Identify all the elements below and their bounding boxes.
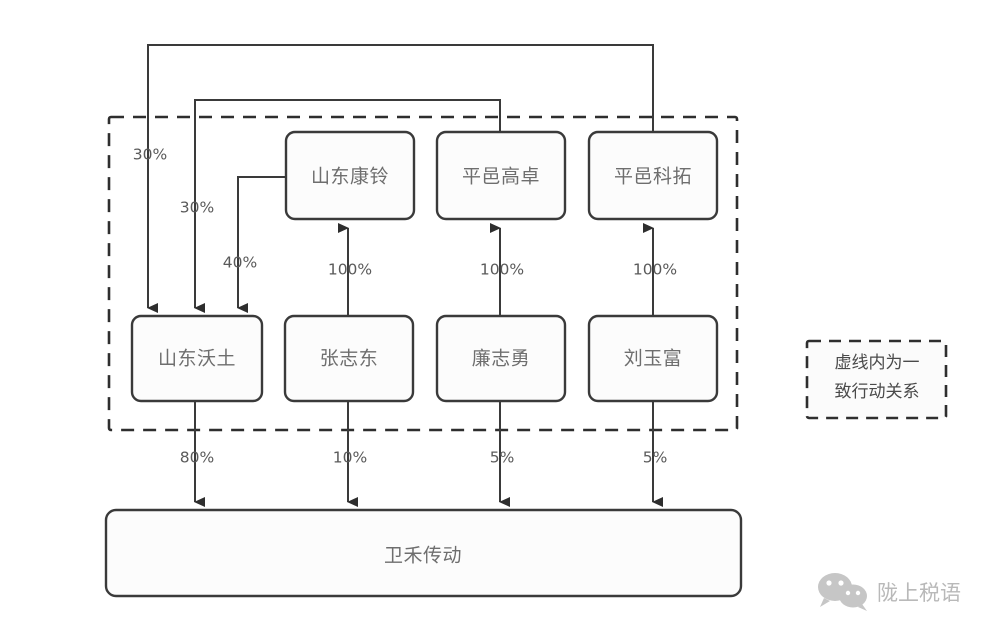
node-label-zhang-zhidong: 张志东: [320, 348, 379, 370]
edge-label-ketuo-wotu: 30%: [133, 146, 167, 164]
node-label-pingyi-ketuo: 平邑科拓: [614, 166, 692, 188]
concerted-action-group-boundary: [107, 115, 739, 432]
edge-pingyi-gaozhuo-to-shandong-wotu: [194, 99, 501, 313]
edge-label-gaozhuo-wotu: 30%: [180, 199, 214, 217]
node-box-lian-zhiyong[interactable]: [435, 314, 567, 403]
edge-label-zhang-kangling: 100%: [328, 261, 372, 279]
wechat-icon: [818, 573, 867, 611]
node-box-weihe-chuandong[interactable]: [104, 508, 743, 598]
legend: 虚线内为一 致行动关系: [805, 339, 948, 420]
node-pingyi-ketuo[interactable]: 平邑科拓: [587, 130, 719, 221]
node-liu-yufu[interactable]: 刘玉富: [587, 314, 719, 403]
node-label-pingyi-gaozhuo: 平邑高卓: [462, 166, 540, 188]
node-box-zhang-zhidong[interactable]: [283, 314, 415, 403]
edge-label-zhang-weihe: 10%: [333, 449, 367, 467]
edge-label-lian-gaozhuo: 100%: [480, 261, 524, 279]
node-lian-zhiyong[interactable]: 廉志勇: [435, 314, 567, 403]
node-label-shandong-kangling: 山东康铃: [311, 166, 389, 188]
watermark-label: 陇上税语: [877, 581, 961, 605]
node-shandong-kangling[interactable]: 山东康铃: [284, 130, 416, 221]
node-label-lian-zhiyong: 廉志勇: [472, 348, 531, 370]
watermark: 陇上税语: [818, 573, 961, 611]
node-pingyi-gaozhuo[interactable]: 平邑高卓: [435, 130, 567, 221]
node-label-liu-yufu: 刘玉富: [624, 348, 683, 370]
node-box-pingyi-gaozhuo[interactable]: [435, 130, 567, 221]
edge-shandong-kangling-to-shandong-wotu: [237, 176, 286, 313]
node-label-shandong-wotu: 山东沃土: [158, 348, 236, 370]
legend-box: [805, 339, 948, 420]
edge-pingyi-ketuo-to-shandong-wotu: [147, 44, 654, 313]
edge-label-kangling-wotu: 40%: [223, 254, 257, 272]
node-box-shandong-kangling[interactable]: [284, 130, 416, 221]
node-weihe-chuandong[interactable]: 卫禾传动: [104, 508, 743, 598]
edge-label-wotu-weihe: 80%: [180, 449, 214, 467]
node-shandong-wotu[interactable]: 山东沃土: [130, 314, 264, 403]
legend-text-line-1: 虚线内为一: [835, 353, 920, 373]
node-box-pingyi-ketuo[interactable]: [587, 130, 719, 221]
edge-label-liu-ketuo: 100%: [633, 261, 677, 279]
edge-label-liu-weihe: 5%: [643, 449, 668, 467]
node-box-shandong-wotu[interactable]: [130, 314, 264, 403]
node-label-weihe-chuandong: 卫禾传动: [384, 545, 462, 567]
legend-text-line-2: 致行动关系: [835, 382, 920, 402]
node-zhang-zhidong[interactable]: 张志东: [283, 314, 415, 403]
node-box-liu-yufu[interactable]: [587, 314, 719, 403]
edge-label-lian-weihe: 5%: [490, 449, 515, 467]
